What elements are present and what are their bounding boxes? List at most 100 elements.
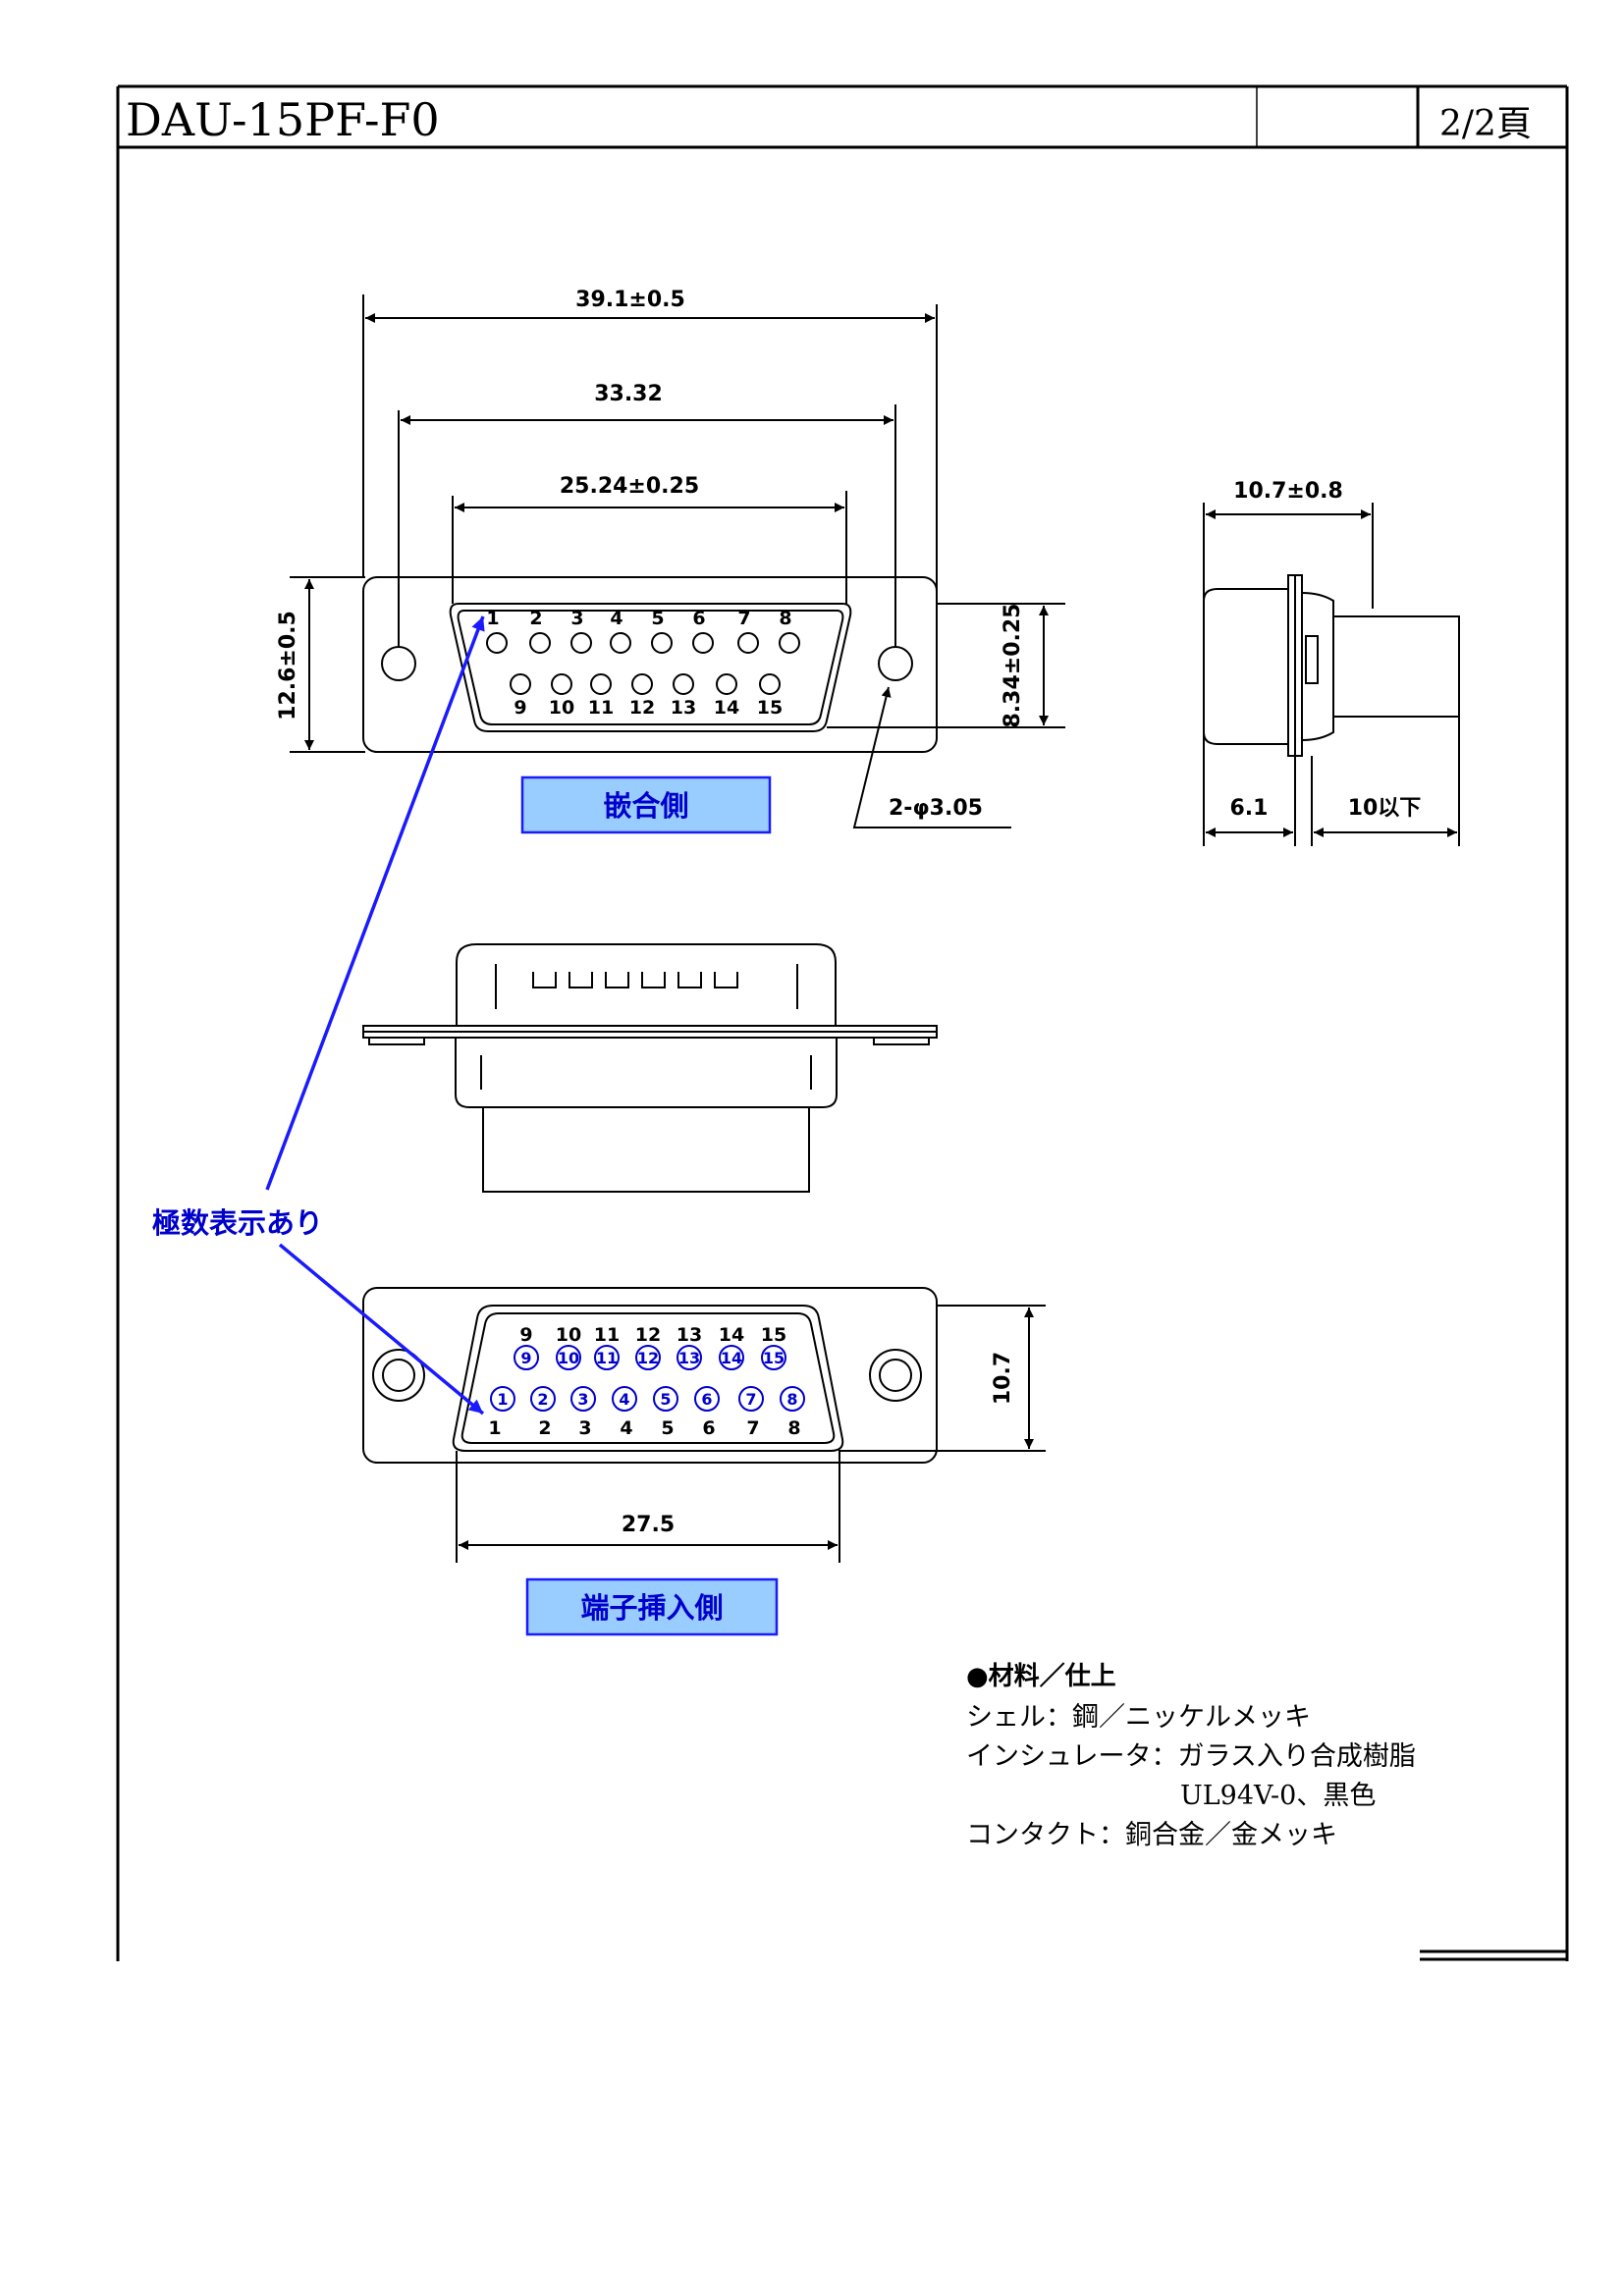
rear-pin-number: 1 xyxy=(488,1417,501,1439)
rear-pin-marker xyxy=(677,1345,702,1370)
front-pin-hole xyxy=(510,673,531,695)
front-pin-number: 3 xyxy=(570,608,583,629)
top-tail xyxy=(482,1106,810,1193)
rear-mount-boss-right xyxy=(869,1349,922,1402)
material-shell: シェル：鋼／ニッケルメッキ xyxy=(966,1702,1311,1733)
rear-pin-marker xyxy=(694,1386,720,1412)
rear-pin-marker xyxy=(594,1345,620,1370)
rear-view xyxy=(362,1287,1046,1563)
rear-pin-marker-number: 9 xyxy=(520,1349,531,1367)
dim-shell-height: 8.34±0.25 xyxy=(1001,604,1025,728)
top-shell-front xyxy=(456,943,837,1026)
rear-shell-inner xyxy=(460,1312,836,1444)
rear-pin-marker-number: 2 xyxy=(537,1390,548,1409)
top-shell-rear xyxy=(455,1038,838,1108)
front-pin-number: 13 xyxy=(671,697,696,719)
rear-pin-marker xyxy=(738,1386,764,1412)
front-pin-number: 4 xyxy=(610,608,623,629)
rear-pin-marker-number: 7 xyxy=(745,1390,756,1409)
front-pin-holes xyxy=(486,632,800,695)
rear-pin-marker-number: 6 xyxy=(701,1390,712,1409)
dim-overall-width: 39.1±0.5 xyxy=(575,288,685,312)
mating-side-label: 嵌合側 xyxy=(603,789,688,823)
rear-pin-number: 6 xyxy=(702,1417,715,1439)
rear-pin-number: 13 xyxy=(677,1324,702,1346)
rear-pin-number: 15 xyxy=(761,1324,786,1346)
front-pin-number: 14 xyxy=(714,697,739,719)
rear-flange xyxy=(362,1287,938,1464)
front-flange xyxy=(362,576,938,753)
rear-pin-number: 7 xyxy=(746,1417,759,1439)
top-pin-slots xyxy=(532,972,738,988)
label-box-terminal-side xyxy=(525,1577,779,1636)
page-number: 2/2頁 xyxy=(1439,104,1532,144)
rear-pin-marker-number: 15 xyxy=(763,1349,785,1367)
rear-pin-marker-number: 10 xyxy=(558,1349,579,1367)
front-pin-number: 7 xyxy=(737,608,750,629)
material-insulator-grade: UL94V-0、黒色 xyxy=(1180,1781,1376,1811)
rear-pin-marker-number: 8 xyxy=(786,1390,797,1409)
rear-pin-number: 5 xyxy=(661,1417,674,1439)
front-pin-number: 11 xyxy=(588,697,614,719)
part-number: DAU-15PF-F0 xyxy=(126,93,440,146)
front-shell-outer xyxy=(449,603,852,732)
side-tail xyxy=(1332,615,1460,718)
front-pin-hole xyxy=(673,673,694,695)
rear-pin-labels: 9910101111121213131414151511223344556677… xyxy=(488,1324,805,1439)
side-shell-front xyxy=(1203,588,1289,745)
front-pin-hole xyxy=(570,632,592,654)
dim-shell-width: 25.24±0.25 xyxy=(560,474,699,499)
pin-number-annotation: 極数表示あり xyxy=(152,1206,323,1240)
sheet-frame xyxy=(116,84,1569,1961)
front-pin-hole xyxy=(759,673,781,695)
rear-pin-marker-number: 14 xyxy=(721,1349,742,1367)
front-pin-number: 1 xyxy=(486,608,499,629)
label-box-mating-side xyxy=(520,775,772,834)
dim-depth: 10.7±0.8 xyxy=(1233,479,1343,504)
rear-pin-marker-number: 4 xyxy=(619,1390,629,1409)
front-pin-hole xyxy=(551,673,572,695)
front-pin-hole xyxy=(779,632,800,654)
rear-pin-number: 8 xyxy=(787,1417,800,1439)
side-tab xyxy=(1305,635,1319,684)
rear-pin-marker-number: 13 xyxy=(678,1349,700,1367)
materials-heading: ●材料／仕上 xyxy=(966,1662,1116,1691)
top-view xyxy=(362,943,938,1193)
front-pin-hole xyxy=(737,632,759,654)
rear-pin-marker xyxy=(570,1386,596,1412)
rear-pin-marker xyxy=(719,1345,744,1370)
front-pin-hole xyxy=(651,632,673,654)
rear-pin-number: 2 xyxy=(538,1417,551,1439)
rear-pin-marker-number: 11 xyxy=(596,1349,618,1367)
rear-pin-marker-number: 5 xyxy=(660,1390,671,1409)
rear-pin-number: 11 xyxy=(594,1324,620,1346)
rear-pin-marker xyxy=(761,1345,786,1370)
front-pin-number: 12 xyxy=(629,697,655,719)
dim-mount-hole: 2-φ3.05 xyxy=(889,796,983,821)
material-insulator: インシュレータ：ガラス入り合成樹脂 xyxy=(966,1741,1416,1772)
front-pin-number: 10 xyxy=(549,697,574,719)
front-pin-number: 6 xyxy=(692,608,705,629)
rear-pin-number: 14 xyxy=(719,1324,744,1346)
front-mount-hole-right xyxy=(878,646,913,681)
dim-flange-height: 12.6±0.5 xyxy=(276,611,300,721)
rear-shell-outer xyxy=(452,1305,844,1452)
front-pin-hole xyxy=(610,632,631,654)
rear-pin-marker xyxy=(780,1386,805,1412)
front-pin-hole xyxy=(692,632,714,654)
terminal-side-label: 端子挿入側 xyxy=(580,1591,723,1625)
dim-rear-width: 27.5 xyxy=(622,1513,675,1537)
front-mount-hole-left xyxy=(381,646,416,681)
rear-pin-marker xyxy=(490,1386,515,1412)
rear-pin-marker-number: 3 xyxy=(577,1390,588,1409)
front-pin-hole xyxy=(529,632,551,654)
annotation-arrow-rear xyxy=(278,1243,485,1415)
rear-pin-marker-number: 12 xyxy=(637,1349,659,1367)
front-dimensions xyxy=(290,294,1065,828)
dim-rear-height: 10.7 xyxy=(991,1352,1015,1405)
front-pin-hole xyxy=(486,632,508,654)
rear-pin-marker xyxy=(635,1345,661,1370)
rear-pin-marker xyxy=(514,1345,539,1370)
